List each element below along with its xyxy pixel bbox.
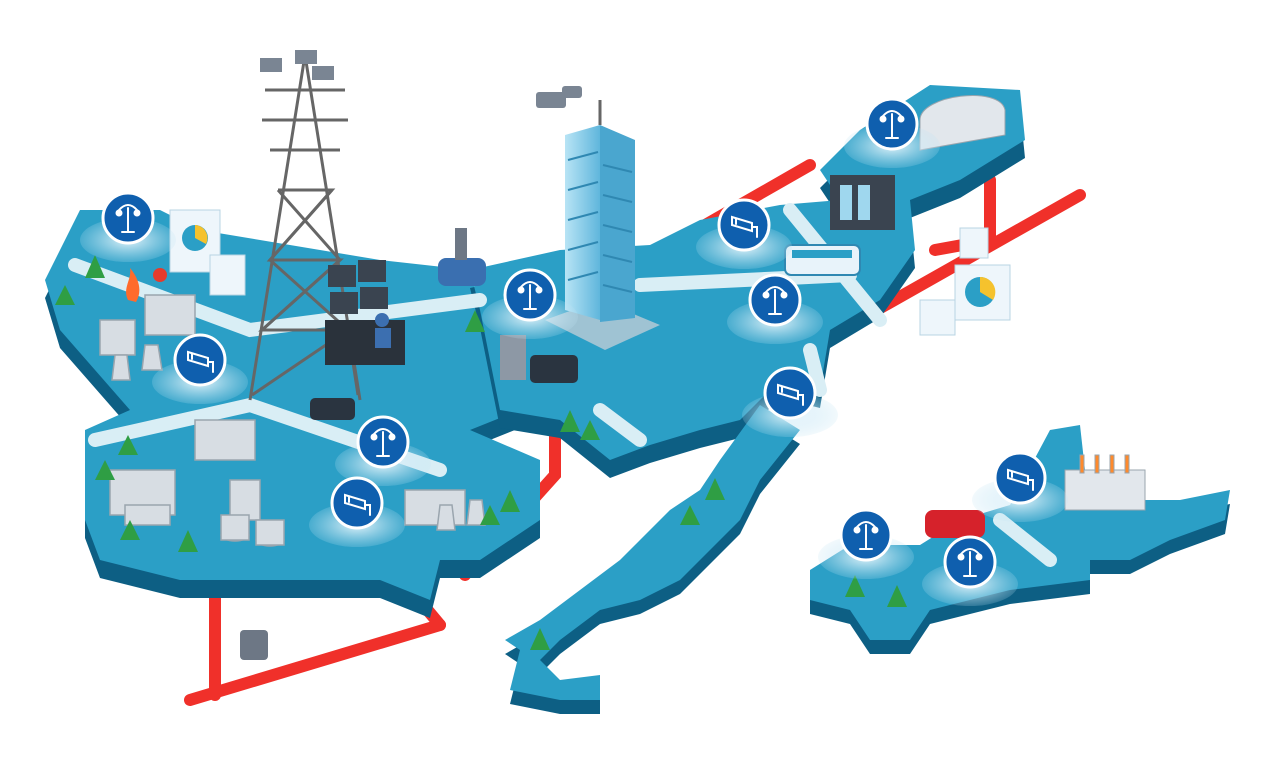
control-room: [325, 260, 405, 365]
marker-badge: [173, 333, 227, 387]
street-light-icon: [853, 521, 879, 550]
street-light-icon: [879, 110, 905, 139]
power-plant: [99, 294, 196, 381]
bus-shelter: [830, 175, 895, 230]
buildings: [99, 95, 1146, 547]
street-light-icon: [762, 286, 788, 315]
markers-layer: [80, 97, 1068, 606]
rooftop-camera: [536, 92, 566, 108]
chimneys: [436, 499, 486, 531]
street-light-icon: [115, 204, 141, 233]
cctv-camera-icon: [1007, 468, 1034, 491]
cctv-camera-icon: [731, 215, 758, 238]
cctv-camera-icon: [344, 493, 371, 516]
marker-street-light[interactable]: [727, 273, 823, 344]
dashboard-panels: [169, 209, 1011, 336]
marker-street-light[interactable]: [818, 508, 914, 579]
trees: [55, 255, 907, 650]
marker-cctv-camera[interactable]: [742, 366, 838, 437]
marker-cctv-camera[interactable]: [972, 451, 1068, 522]
tunnel-station: [919, 95, 1006, 151]
marker-street-light[interactable]: [482, 268, 578, 339]
robot-unit: [310, 398, 355, 420]
marker-street-light[interactable]: [922, 535, 1018, 606]
marker-street-light[interactable]: [335, 415, 431, 486]
marker-cctv-camera[interactable]: [152, 333, 248, 404]
marker-street-light[interactable]: [844, 97, 940, 168]
cctv-camera-icon: [777, 383, 804, 406]
land-peninsula-top: [505, 405, 800, 700]
marker-badge: [330, 476, 384, 530]
red-car: [925, 510, 985, 538]
marker-street-light[interactable]: [80, 191, 176, 262]
marker-badge: [993, 451, 1047, 505]
road-central-1: [633, 268, 857, 292]
fire-hazard: [126, 268, 167, 302]
cctv-camera-icon: [187, 350, 214, 373]
road-central-3: [803, 343, 827, 397]
patrol-car: [438, 258, 486, 286]
street-light-icon: [517, 281, 543, 310]
parking-kiosk: [500, 335, 526, 380]
vehicles: [240, 228, 985, 660]
factory-east: [1064, 454, 1146, 511]
sensor-post: [240, 630, 268, 660]
road-central-4: [593, 403, 647, 447]
marker-badge: [763, 366, 817, 420]
marker-cctv-camera[interactable]: [696, 198, 792, 269]
pipeline-drop-4: [929, 174, 996, 256]
pipeline-south: [184, 619, 446, 706]
road-east: [993, 513, 1057, 567]
black-van: [530, 355, 578, 383]
marker-badge: [717, 198, 771, 252]
marker-cctv-camera[interactable]: [309, 476, 405, 547]
bus: [784, 244, 861, 276]
factory-complex-west: [109, 419, 466, 547]
street-light-icon: [957, 548, 983, 577]
street-light-icon: [370, 428, 396, 457]
